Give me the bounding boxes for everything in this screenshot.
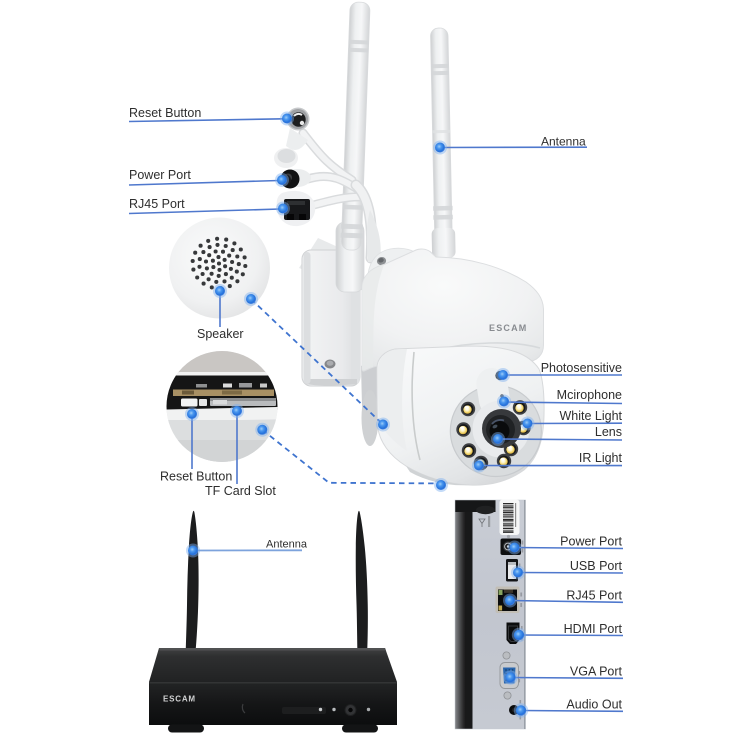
svg-text:RJ45 Port: RJ45 Port — [129, 197, 185, 211]
svg-text:HDMI Port: HDMI Port — [564, 622, 623, 636]
svg-text:IR Light: IR Light — [579, 451, 623, 465]
svg-text:Audio Out: Audio Out — [566, 698, 622, 712]
svg-text:TF Card Slot: TF Card Slot — [205, 484, 276, 498]
svg-text:VGA Port: VGA Port — [570, 665, 623, 679]
svg-text:Lens: Lens — [595, 425, 622, 439]
svg-text:White Light: White Light — [559, 409, 622, 423]
svg-text:Antenna: Antenna — [541, 135, 586, 149]
svg-text:USB Port: USB Port — [570, 559, 623, 573]
svg-text:Power Port: Power Port — [129, 168, 191, 182]
svg-text:Reset Button: Reset Button — [129, 106, 201, 120]
svg-text:Antenna: Antenna — [266, 539, 308, 551]
svg-text:Mcirophone: Mcirophone — [557, 388, 622, 402]
svg-text:ESCAM: ESCAM — [489, 323, 528, 333]
svg-text:Power Port: Power Port — [560, 535, 622, 549]
svg-text:RJ45 Port: RJ45 Port — [566, 589, 622, 603]
svg-text:Speaker: Speaker — [197, 327, 244, 341]
svg-text:Photosensitive: Photosensitive — [541, 361, 622, 375]
svg-text:ESCAM: ESCAM — [163, 695, 196, 704]
svg-text:Reset Button: Reset Button — [160, 470, 232, 484]
